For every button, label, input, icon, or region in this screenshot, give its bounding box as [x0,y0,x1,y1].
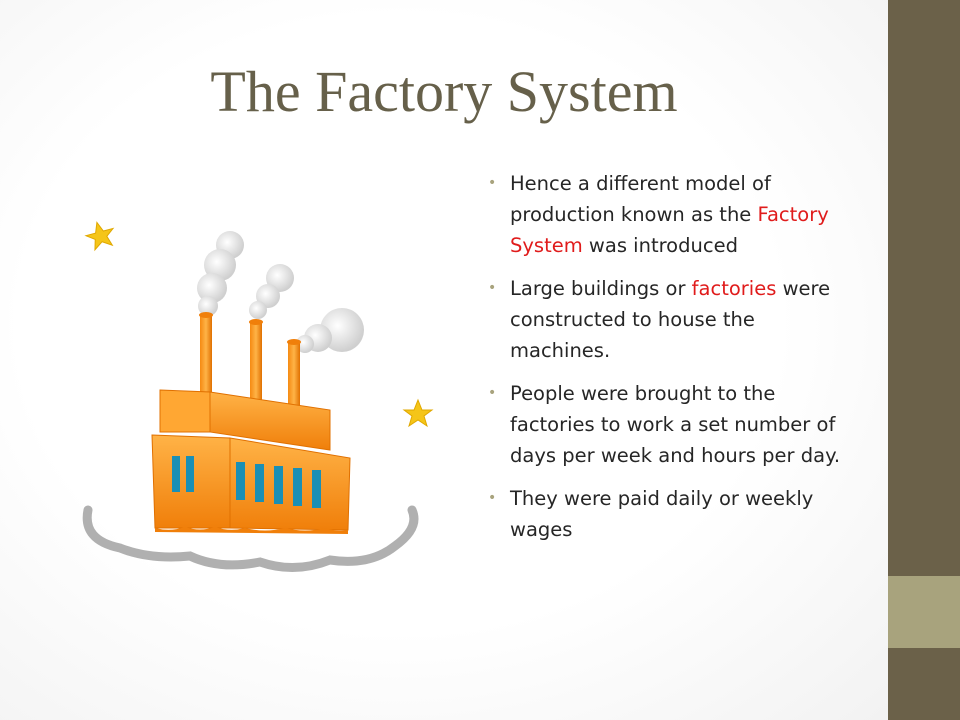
bullet-text-tail: was introduced [582,234,738,257]
bullet-dot-icon: • [488,280,497,296]
bullet-item: • People were brought to the factories t… [488,378,848,471]
bullet-item: • Large buildings or factories were cons… [488,273,848,366]
smoke-icon [197,231,364,353]
chimney-group [199,312,301,422]
bullet-list: • Hence a different model of production … [488,168,848,557]
bullet-item: • Hence a different model of production … [488,168,848,261]
bullet-highlight: factories [691,277,777,300]
bullet-dot-icon: • [488,385,497,401]
bullet-dot-icon: • [488,490,497,506]
factory-icon [151,389,351,534]
bullet-highlight: Factory System [510,203,829,257]
slide-background [0,0,888,720]
factory-illustration [82,221,434,573]
star-icon [84,221,115,252]
bullet-text: Large buildings or [510,277,692,300]
bullet-text-tail: were constructed to house the machines. [510,277,831,362]
cloud-icon [82,505,419,573]
bullet-dot-icon: • [488,175,497,191]
sidebar-accent-block [888,576,960,648]
bullet-text: They were paid daily or weekly wages [510,487,814,541]
bullet-item: • They were paid daily or weekly wages [488,483,848,545]
bullet-text: People were brought to the factories to … [510,382,841,467]
slide-title: The Factory System [210,59,678,124]
star-icon [402,398,434,428]
bullet-text: Hence a different model of production kn… [510,172,771,226]
